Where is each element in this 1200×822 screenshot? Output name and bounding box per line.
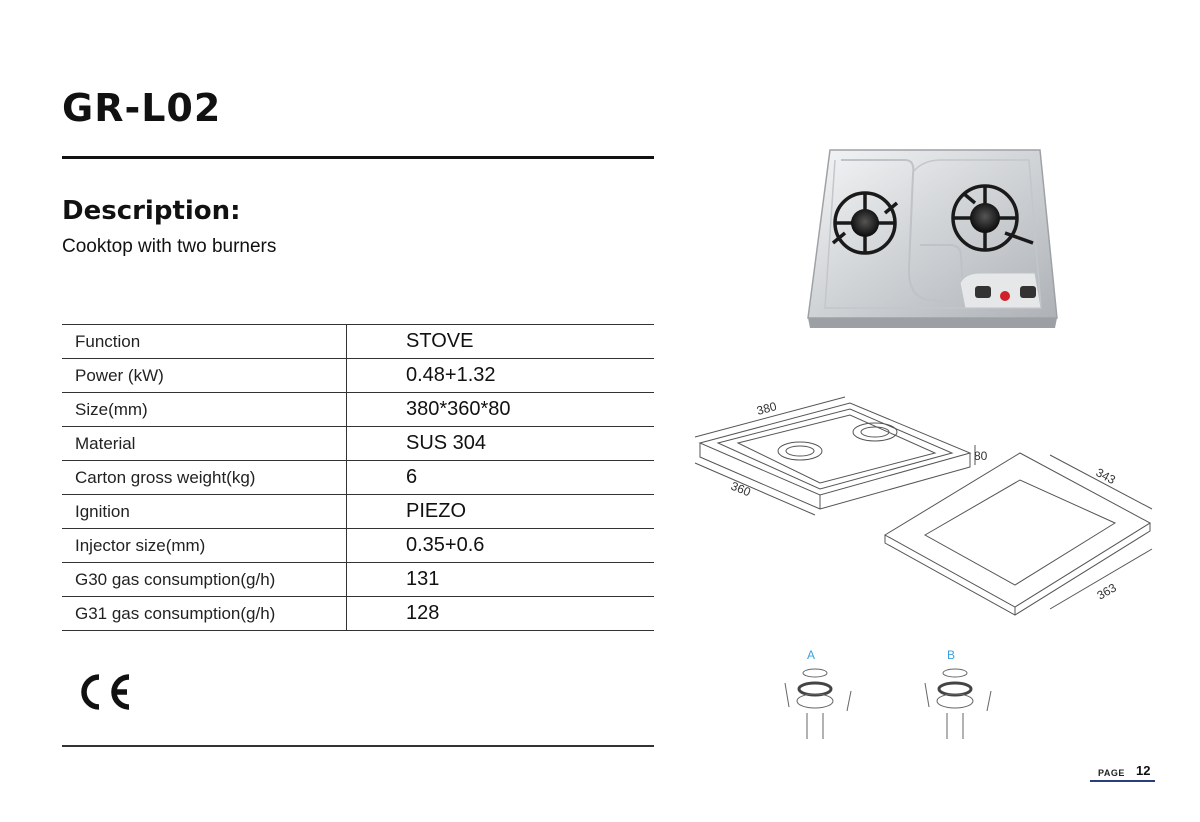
spec-value: 128 xyxy=(346,596,654,631)
description-heading: Description: xyxy=(62,196,241,226)
spec-label: Power (kW) xyxy=(62,358,347,393)
spec-label: Material xyxy=(62,426,347,461)
spec-label: G30 gas consumption(g/h) xyxy=(62,562,347,597)
spec-label: G31 gas consumption(g/h) xyxy=(62,596,347,631)
dimension-depth: 360 xyxy=(729,479,753,500)
dimension-cutout-depth: 363 xyxy=(1095,580,1120,602)
cooktop-photo xyxy=(807,149,1058,328)
description-text: Cooktop with two burners xyxy=(62,236,277,257)
bottom-divider xyxy=(62,745,654,747)
burner-part-b: B xyxy=(924,648,992,739)
part-b-label: B xyxy=(947,648,955,662)
spec-row: Injector size(mm)0.35+0.6 xyxy=(62,528,654,563)
page-label: PAGE xyxy=(1098,768,1125,778)
spec-value: 6 xyxy=(346,460,654,495)
dimension-drawing: 380 360 80 343 363 xyxy=(694,396,1153,616)
spec-label: Function xyxy=(62,324,347,359)
model-title: GR-L02 xyxy=(62,86,222,130)
dimension-height: 80 xyxy=(974,449,988,463)
spec-value: SUS 304 xyxy=(346,426,654,461)
page-number: 12 xyxy=(1136,763,1151,778)
title-divider xyxy=(62,156,654,159)
spec-value: 131 xyxy=(346,562,654,597)
spec-label: Size(mm) xyxy=(62,392,347,427)
spec-value: PIEZO xyxy=(346,494,654,529)
spec-row: Power (kW)0.48+1.32 xyxy=(62,358,654,393)
part-a-label: A xyxy=(807,648,815,662)
spec-row: G31 gas consumption(g/h)128 xyxy=(62,596,654,631)
spec-row: G30 gas consumption(g/h)131 xyxy=(62,562,654,597)
spec-value: 0.48+1.32 xyxy=(346,358,654,393)
page-underline xyxy=(1090,780,1155,782)
spec-value: 380*360*80 xyxy=(346,392,654,427)
spec-value: STOVE xyxy=(346,324,654,359)
dimension-width: 380 xyxy=(755,399,778,418)
dimension-cutout-width: 343 xyxy=(1094,465,1119,487)
spec-row: Size(mm)380*360*80 xyxy=(62,392,654,427)
spec-label: Ignition xyxy=(62,494,347,529)
spec-row: Carton gross weight(kg)6 xyxy=(62,460,654,495)
spec-label: Injector size(mm) xyxy=(62,528,347,563)
spec-label: Carton gross weight(kg) xyxy=(62,460,347,495)
spec-value: 0.35+0.6 xyxy=(346,528,654,563)
burner-part-a: A xyxy=(784,648,852,739)
ce-mark-icon xyxy=(81,674,130,710)
